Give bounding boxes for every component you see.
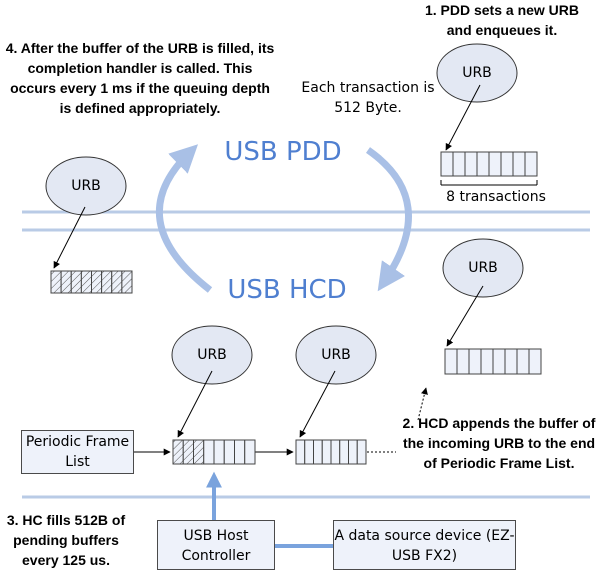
buffer-transaction-slot	[50, 270, 62, 294]
usb-host-controller-box: USB Host Controller	[157, 520, 275, 570]
buffer-transaction-slot	[524, 151, 538, 177]
urb-ellipse-frame-1	[171, 325, 253, 385]
buffer-transaction-slot	[488, 151, 502, 177]
buffer-transaction-slot	[440, 151, 454, 177]
buffer-transaction-slot	[452, 151, 466, 177]
buffer-transaction-slot	[193, 439, 205, 465]
buffer-transaction-slot	[213, 439, 225, 465]
buffer-transaction-slot	[516, 348, 530, 375]
transaction-size-label: Each transaction is 512 Byte.	[301, 80, 435, 116]
urb-pointer-pdd-done	[53, 206, 86, 269]
buffer-transaction-slot	[313, 439, 323, 465]
buffer-transaction-slot	[304, 439, 314, 465]
buffer-transaction-slot	[504, 348, 518, 375]
buffer-transaction-slot	[348, 439, 358, 465]
buffer-transaction-slot	[182, 439, 194, 465]
buffer-transaction-slot	[492, 348, 506, 375]
buffer-hcd-incoming	[444, 348, 542, 375]
buffer-transaction-slot	[528, 348, 542, 375]
buffer-transaction-slot	[468, 348, 482, 375]
buffer-transaction-slot	[223, 439, 235, 465]
cycle-arrow-up	[155, 144, 213, 293]
buffer-transaction-slot	[234, 439, 246, 465]
urb-pointer-pdd-new	[445, 84, 481, 151]
urb-label-hcd-incoming: URB	[468, 260, 498, 276]
buffer-frame-1	[172, 439, 256, 465]
buffer-pdd-done	[50, 270, 133, 294]
urb-label-frame-2: URB	[321, 347, 351, 363]
buffer-transaction-slot	[476, 151, 490, 177]
step-2-note: 2. HCD appends the buffer of the incomin…	[402, 415, 596, 471]
transactions-count-label: 8 transactions	[446, 189, 546, 205]
urb-pointer-frame-2	[299, 370, 336, 438]
step-3-note: 3. HC fills 512B of pending buffers ever…	[6, 512, 126, 568]
step-1-note: 1. PDD sets a new URB and enqueues it.	[424, 2, 580, 38]
urb-ellipse-hcd-incoming	[442, 238, 524, 298]
buffer-transaction-slot	[321, 439, 332, 465]
usb-hcd-label: USB HCD	[227, 275, 347, 305]
buffer-transaction-slot	[101, 270, 113, 294]
usb-pdd-label: USB PDD	[224, 137, 342, 167]
buffer-transaction-slot	[356, 439, 367, 465]
urb-ellipse-frame-2	[295, 325, 377, 385]
buffer-transaction-slot	[111, 270, 123, 294]
urb-label-pdd-done: URB	[71, 178, 101, 194]
buffer-transaction-slot	[91, 270, 103, 294]
urb-pointer-hcd-incoming	[446, 285, 484, 347]
periodic-frame-list-box: Periodic Frame List	[21, 430, 134, 474]
buffer-frame-2	[295, 439, 367, 465]
buffer-transaction-slot	[70, 270, 82, 294]
buffer-transaction-slot	[339, 439, 349, 465]
buffer-transaction-slot	[172, 439, 184, 465]
buffer-transaction-slot	[444, 348, 458, 375]
buffer-transaction-slot	[480, 348, 494, 375]
buffer-transaction-slot	[121, 270, 133, 294]
urb-pointer-frame-1	[177, 370, 213, 438]
urb-ellipse-pdd-new	[436, 43, 518, 103]
buffer-transaction-slot	[512, 151, 526, 177]
buffer-transaction-slot	[500, 151, 514, 177]
buffer-pdd-new	[440, 151, 538, 177]
buffer-transaction-slot	[295, 439, 306, 465]
buffer-transaction-slot	[80, 270, 92, 294]
data-source-device-box: A data source device (EZ-USB FX2)	[333, 520, 516, 570]
buffer-transaction-slot	[244, 439, 256, 465]
buffer-transaction-slot	[203, 439, 215, 465]
urb-label-pdd-new: URB	[462, 65, 492, 81]
buffer-transaction-slot	[60, 270, 72, 294]
step-4-note: 4. After the buffer of the URB is filled…	[5, 40, 275, 116]
buffer-transaction-slot	[330, 439, 341, 465]
cycle-arrow-down	[366, 147, 412, 292]
append-dotted-arrow	[417, 387, 428, 421]
urb-label-frame-1: URB	[197, 347, 227, 363]
buffer-transaction-slot	[464, 151, 478, 177]
urb-ellipse-pdd-done	[45, 156, 127, 216]
buffer-transaction-slot	[456, 348, 470, 375]
